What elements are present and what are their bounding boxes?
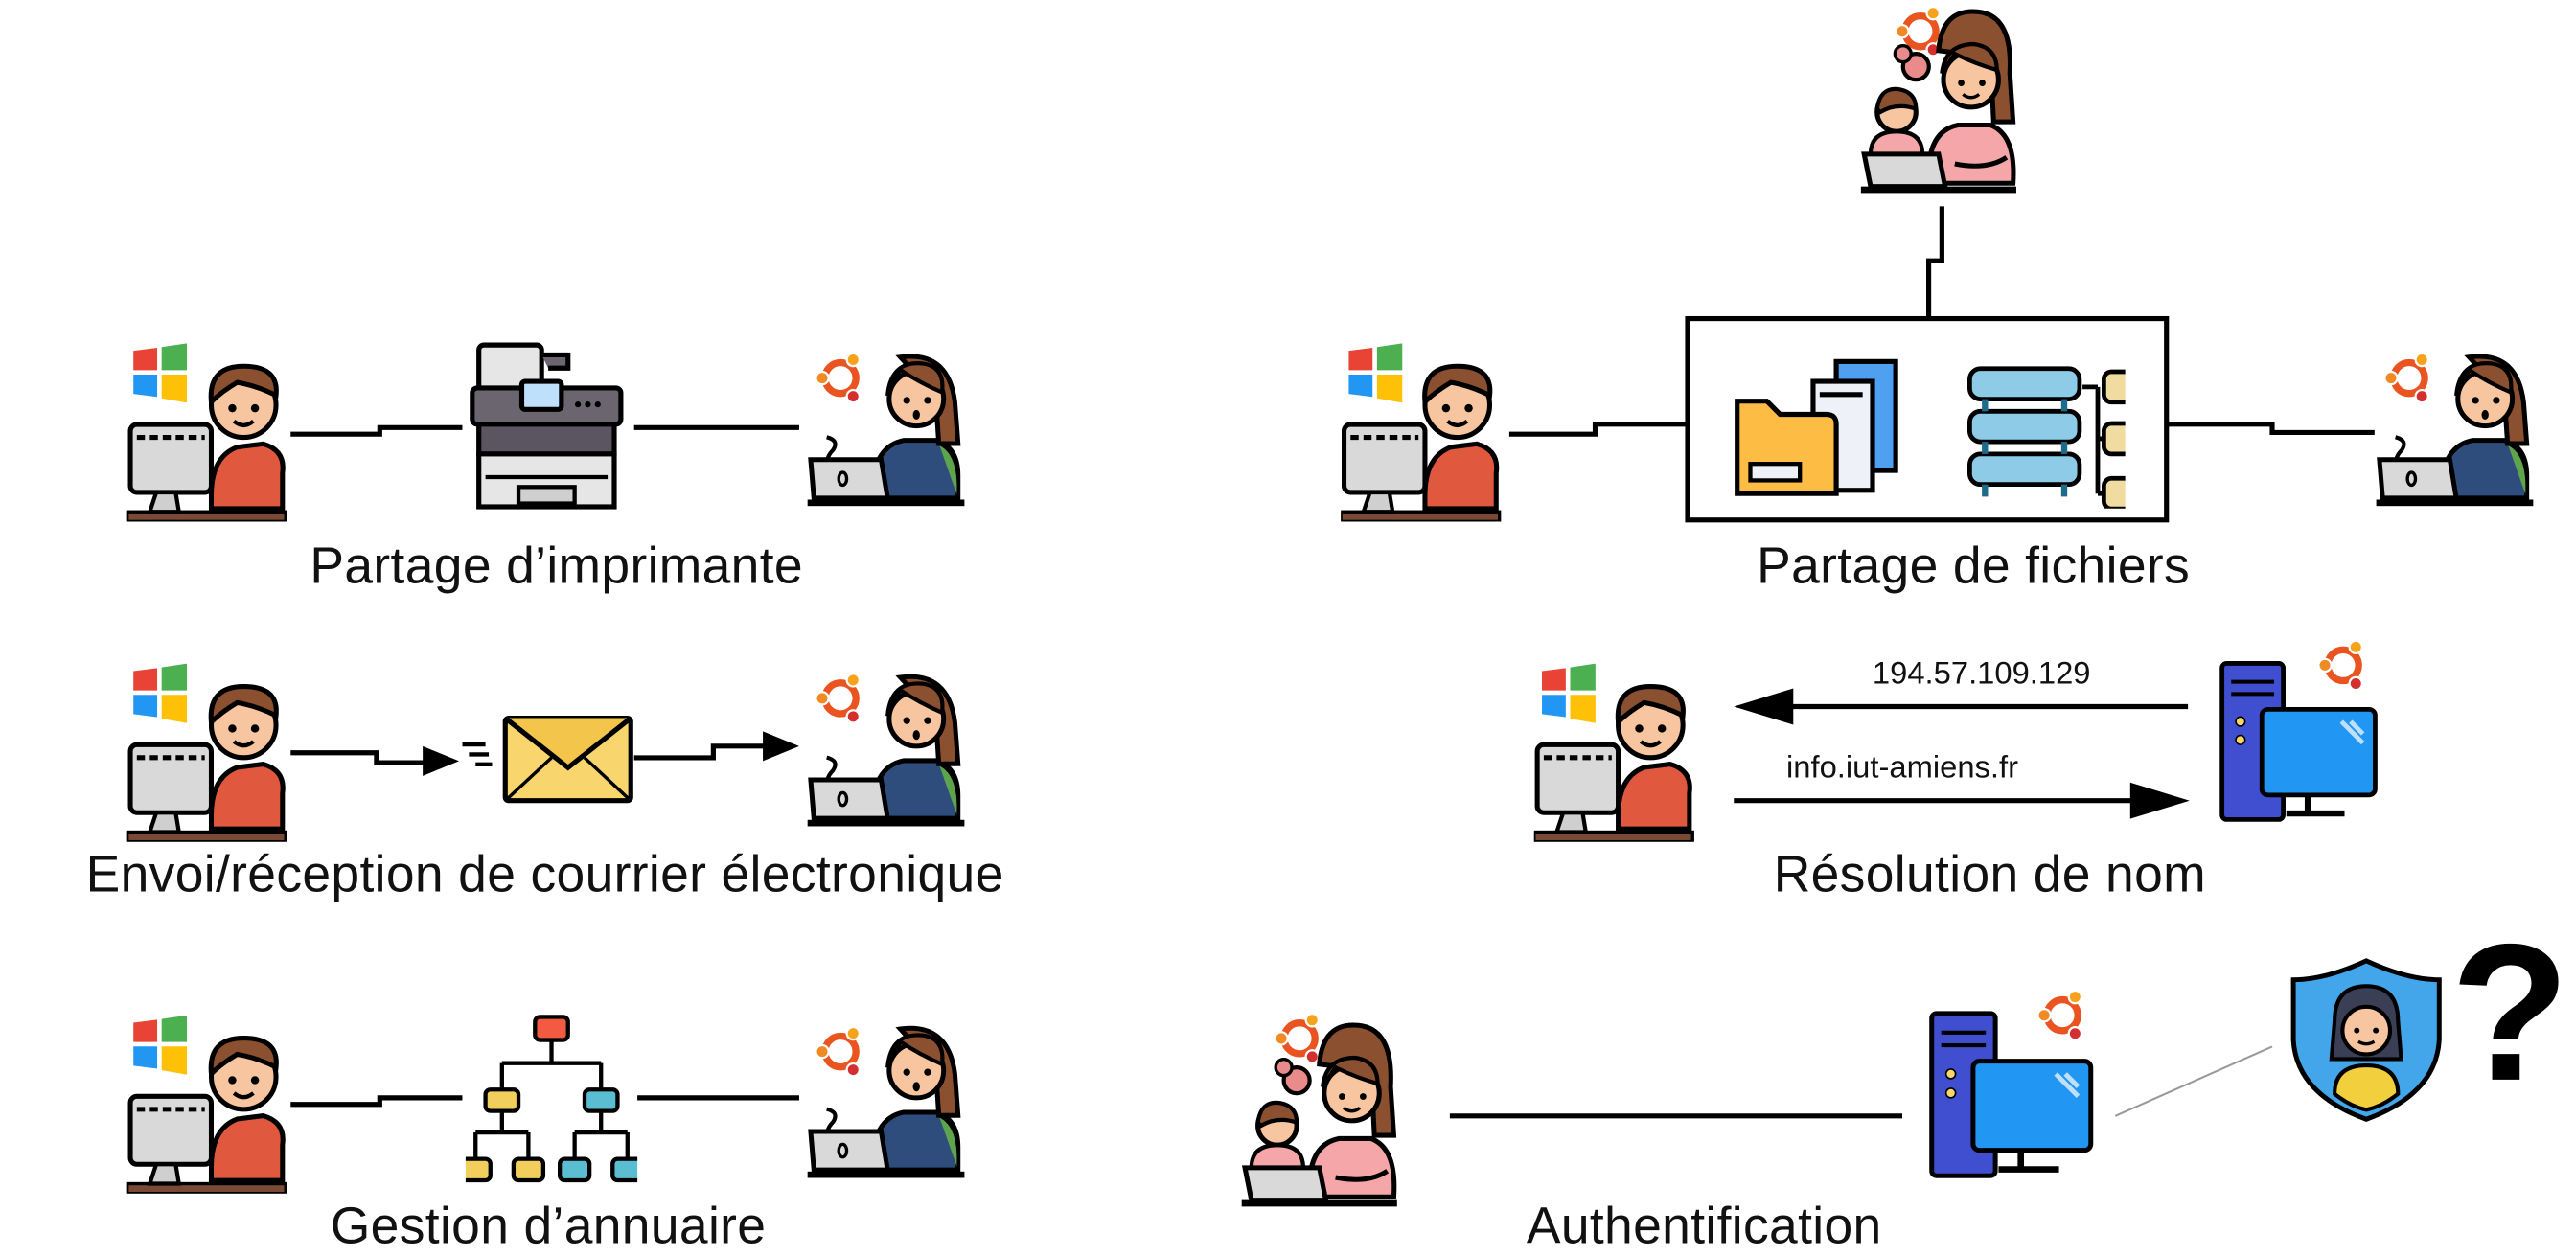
file-server-box — [1685, 315, 2170, 523]
dns-query-hostname: info.iut-amiens.fr — [1786, 751, 2019, 787]
user-shield-icon — [2287, 957, 2445, 1122]
folder-documents-icon — [1731, 358, 1902, 500]
user-desktop-icon — [1534, 667, 1696, 842]
scenario-label-authentication: Authentification — [1526, 1197, 1882, 1255]
user-laptop-icon — [808, 667, 968, 829]
arrow-send — [290, 745, 460, 776]
arrow-deliver — [633, 731, 799, 762]
link-line-thin — [2114, 1045, 2273, 1117]
link-line — [1508, 422, 1689, 437]
org-chart-icon — [466, 1014, 637, 1189]
user-desktop-icon — [1341, 347, 1503, 522]
link-line — [290, 424, 463, 437]
mother-child-laptop-icon — [1857, 7, 2019, 198]
scenario-label-name-resolution: Résolution de nom — [1773, 845, 2206, 903]
mother-child-laptop-icon — [1238, 1020, 1400, 1212]
server-rack-icon — [1966, 360, 2125, 509]
ubuntu-logo-icon — [2315, 637, 2372, 694]
link-line — [290, 1095, 463, 1108]
printer-icon — [469, 342, 624, 514]
arrow-response — [1734, 688, 2189, 725]
arrow-query — [1734, 782, 2190, 819]
user-desktop-icon — [127, 347, 289, 522]
ubuntu-logo-icon — [2035, 987, 2091, 1043]
scenario-label-directory: Gestion d’annuaire — [330, 1197, 767, 1255]
scenario-label-file-sharing: Partage de fichiers — [1757, 537, 2191, 595]
user-desktop-icon — [127, 1018, 289, 1194]
user-laptop-icon — [2377, 347, 2537, 509]
question-mark-icon: ? — [2450, 904, 2570, 1123]
scenario-label-printer-sharing: Partage d’imprimante — [310, 537, 803, 595]
dns-response-ip: 194.57.109.129 — [1872, 656, 2091, 692]
user-laptop-icon — [808, 1018, 968, 1180]
link-line — [1925, 206, 1944, 319]
envelope-icon — [462, 715, 633, 804]
user-laptop-icon — [808, 347, 968, 509]
link-line — [2166, 422, 2375, 436]
scenario-label-email: Envoi/réception de courrier électronique — [85, 845, 1004, 903]
user-desktop-icon — [127, 667, 289, 842]
